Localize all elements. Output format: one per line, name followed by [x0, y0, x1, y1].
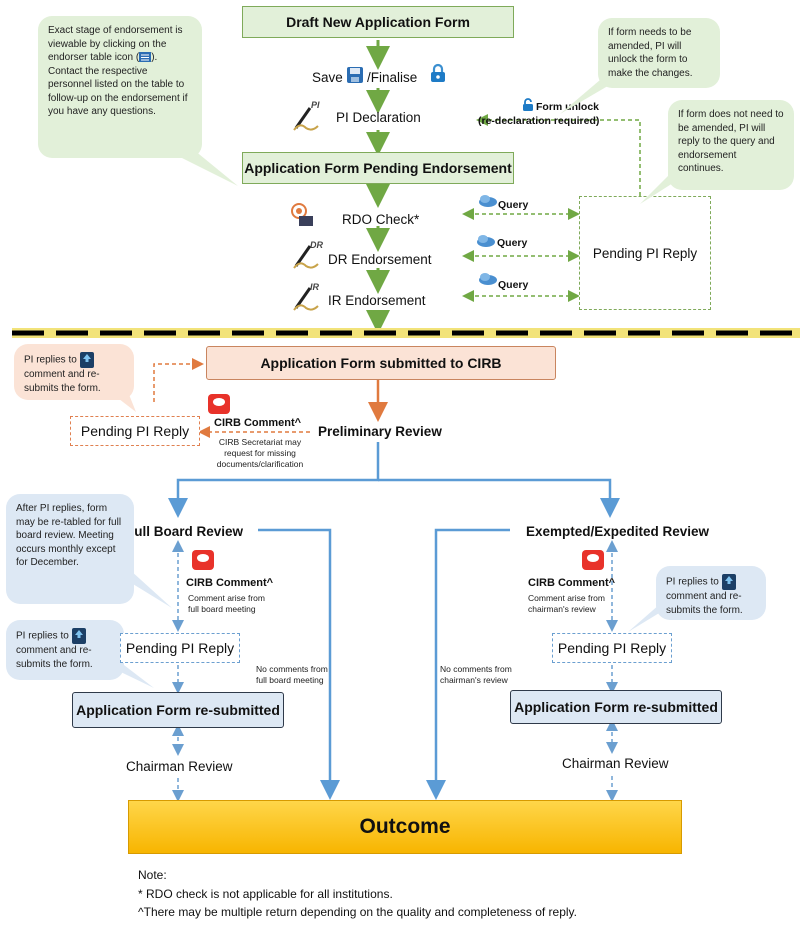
pi-replies-pre: PI replies to: [666, 576, 719, 588]
note-multiple-return: ^There may be multiple return depending …: [138, 905, 577, 920]
chairman-review-label-full: Chairman Review: [126, 759, 233, 774]
submitted-to-cirb-box: Application Form submitted to CIRB: [206, 346, 556, 380]
comment-chair-note: Comment arise from chairman's review: [528, 593, 605, 615]
notes: Note: * RDO check is not applicable for …: [138, 866, 577, 922]
notes-heading: Note:: [138, 868, 167, 882]
query-cloud-icon: [477, 235, 495, 247]
submit-icon[interactable]: [721, 574, 736, 590]
endorser-info-bubble: Exact stage of endorsement is viewable b…: [38, 16, 202, 158]
lock-icon[interactable]: [430, 63, 446, 83]
bubble-tail: [560, 80, 618, 114]
ir-pen-icon: [293, 287, 319, 311]
dr-icon-text: DR: [310, 240, 323, 250]
finalise-label: /Finalise: [367, 70, 418, 85]
endorser-info-end: ).: [151, 52, 158, 63]
query-label-ir: Query: [498, 279, 529, 291]
bubble-tail: [166, 150, 238, 186]
after-pi-bubble: After PI replies, form may be re-tabled …: [6, 494, 134, 604]
bubble-tail: [110, 392, 136, 412]
pi-replies-pre: PI replies to: [24, 354, 77, 366]
resubmitted-box-chair: Application Form re-submitted: [510, 690, 722, 724]
query-label-dr: Query: [497, 237, 528, 249]
exempted-review-label: Exempted/Expedited Review: [526, 524, 710, 539]
pending-pi-reply-box-cirb: Pending PI Reply: [70, 416, 200, 446]
pending-pi-reply-box-chair: Pending PI Reply: [552, 633, 672, 663]
ir-endorsement-label: IR Endorsement: [328, 293, 426, 308]
resubmitted-box-full: Application Form re-submitted: [72, 692, 284, 728]
pi-replies-post: comment and re-submits the form.: [666, 591, 743, 616]
note-rdo: * RDO check is not applicable for all in…: [138, 886, 393, 901]
query-label-rdo: Query: [498, 199, 529, 211]
chairman-review-label-chair: Chairman Review: [562, 756, 669, 771]
no-amend-bubble: If form does not need to be amended, PI …: [668, 100, 794, 190]
bubble-tail: [110, 570, 172, 608]
endorser-paren: (: [135, 52, 140, 63]
comment-full-note: Comment arise from full board meeting: [188, 593, 265, 615]
no-comments-full-note: No comments from full board meeting: [256, 664, 328, 686]
cirb-comment-icon: [208, 394, 230, 414]
amend-bubble: If form needs to be amended, PI will unl…: [598, 18, 720, 88]
dr-pen-icon: [293, 245, 319, 269]
cirb-comment-chair-label: CIRB Comment^: [528, 577, 616, 589]
draft-application-box: Draft New Application Form: [242, 6, 514, 38]
secretariat-note: CIRB Secretariat may request for missing…: [216, 437, 304, 470]
rdo-check-icon: [291, 203, 313, 226]
pi-replies-bubble-chair: PI replies to comment and re-submits the…: [656, 566, 766, 620]
rdo-check-label: RDO Check*: [342, 212, 420, 227]
endorser-info-text: Exact stage of endorsement is viewable b…: [48, 25, 183, 63]
form-unlock-label: Form unlock: [536, 101, 600, 113]
endorser-table-icon[interactable]: [139, 52, 152, 63]
pi-replies-bubble-full: PI replies to comment and re-submits the…: [6, 620, 124, 680]
dr-endorsement-label: DR Endorsement: [328, 252, 432, 267]
pi-declaration-label: PI Declaration: [336, 110, 421, 125]
save-label: Save: [312, 70, 343, 85]
pending-pi-reply-box-full: Pending PI Reply: [120, 633, 240, 663]
preliminary-review-label: Preliminary Review: [318, 424, 442, 439]
full-board-review-label: Full Board Review: [126, 524, 244, 539]
ir-icon-text: IR: [310, 282, 319, 292]
submit-icon[interactable]: [79, 352, 94, 368]
save-floppy-icon[interactable]: [346, 66, 364, 84]
cirb-comment-full-label: CIRB Comment^: [186, 577, 274, 589]
pending-pi-reply-box-top: Pending PI Reply: [579, 196, 711, 310]
pi-replies-post: comment and re-submits the form.: [16, 645, 93, 670]
cirb-comment-icon: [192, 550, 214, 570]
pending-endorsement-box: Application Form Pending Endorsement: [242, 152, 514, 184]
cirb-comment-icon: [582, 550, 604, 570]
cirb-comment-label: CIRB Comment^: [214, 417, 302, 429]
pi-pen-icon: [293, 107, 319, 131]
pi-icon-text: PI: [311, 100, 320, 110]
query-cloud-icon: [479, 195, 497, 207]
pi-replies-bubble-cirb: PI replies to comment and re-submits the…: [14, 344, 134, 400]
endorser-contact-text: Contact the respective personnel listed …: [48, 65, 188, 118]
pi-replies-post: comment and re-submits the form.: [24, 369, 101, 394]
bubble-tail: [628, 604, 674, 632]
bubble-tail: [100, 662, 154, 688]
bubble-tail: [640, 176, 684, 204]
redeclaration-label: (re-declaration required): [478, 115, 600, 127]
outcome-box: Outcome: [128, 800, 682, 854]
no-comments-chair-note: No comments from chairman's review: [440, 664, 512, 686]
pi-replies-pre: PI replies to: [16, 630, 69, 642]
submit-icon[interactable]: [71, 628, 86, 644]
unlock-icon: [523, 98, 533, 111]
query-cloud-icon: [479, 273, 497, 285]
